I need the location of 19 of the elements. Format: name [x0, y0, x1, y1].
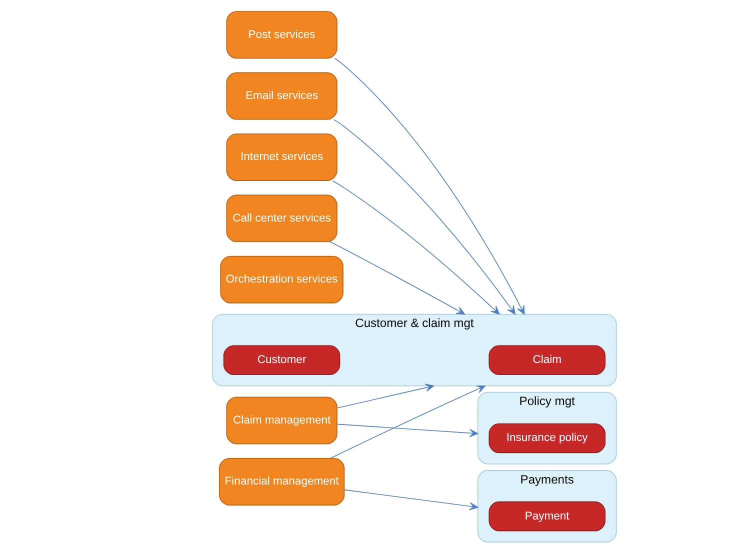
node-box: Email services: [226, 72, 337, 120]
arrow: [330, 385, 485, 459]
node-box: Orchestration services: [220, 256, 343, 304]
arrow: [336, 424, 478, 438]
arrow: [344, 489, 478, 510]
arrow: [334, 58, 524, 315]
node-box: Financial management: [218, 458, 344, 506]
node-box: Claim: [488, 345, 605, 375]
arrow: [336, 384, 434, 408]
node-box: Internet services: [226, 133, 337, 181]
node-box: Call center services: [226, 194, 337, 242]
node-box: Payment: [488, 501, 605, 532]
arrow: [329, 241, 465, 315]
node-box: Post services: [226, 11, 337, 59]
arrow: [332, 180, 500, 315]
arrow: [333, 119, 516, 315]
node-box: Insurance policy: [488, 423, 605, 454]
node-box: Customer: [222, 345, 340, 375]
node-box: Claim management: [226, 396, 337, 444]
